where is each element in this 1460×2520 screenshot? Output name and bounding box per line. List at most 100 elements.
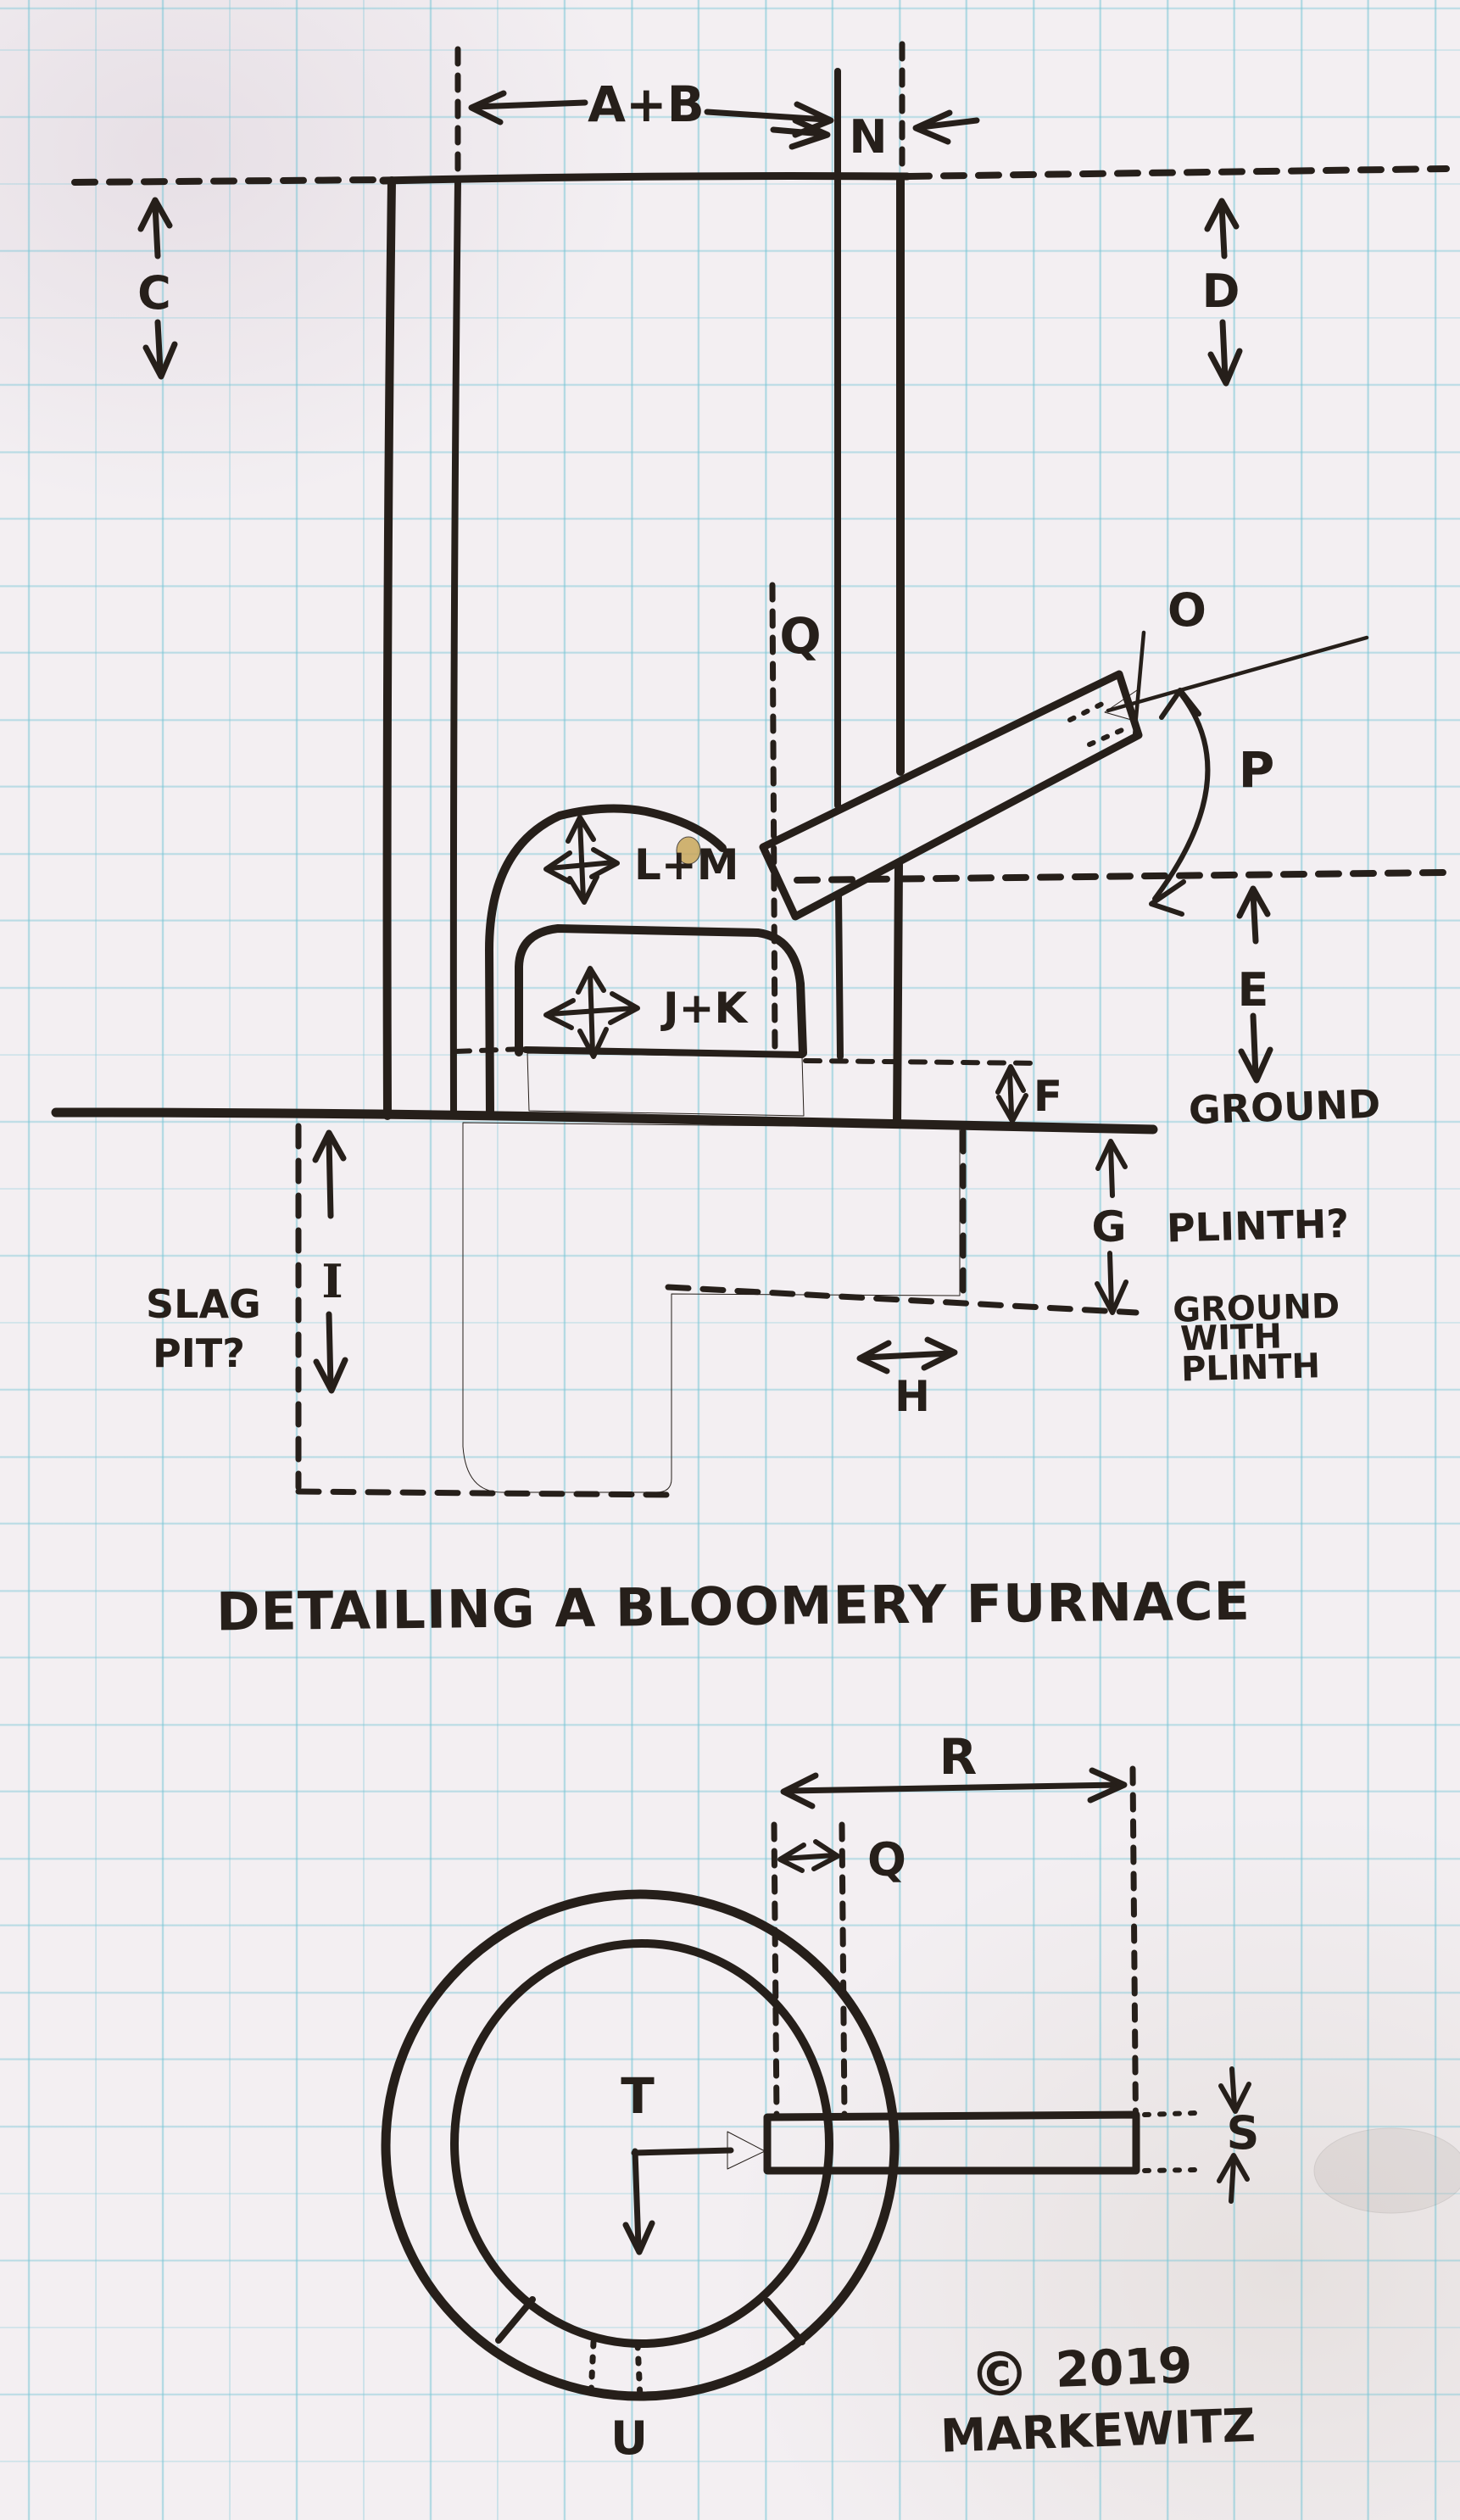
right-outer-wall-lower	[893, 859, 903, 1129]
dim-e-line-up	[1250, 890, 1259, 945]
tuyere-mouth-tick	[1132, 630, 1146, 739]
copyright-icon: ©	[967, 2338, 1031, 2411]
dim-q-extension-left	[771, 1821, 780, 2120]
dim-s: S	[1217, 2066, 1259, 2204]
ring-joint-right	[764, 2298, 805, 2345]
dim-g-label: G	[1091, 1202, 1126, 1252]
ground-annotation: GROUND	[1188, 1081, 1381, 1134]
arch-opening-dotted-right	[634, 2340, 644, 2401]
dim-q-section: Q	[769, 582, 822, 1057]
plinth-annotation: PLINTH?	[1166, 1201, 1350, 1252]
channel-tube	[763, 2110, 1140, 2175]
dim-s-line-down	[1229, 2066, 1237, 2109]
arrowhead-right-icon	[921, 1336, 958, 1371]
dim-p: P	[1149, 688, 1275, 917]
dim-r-extension-right	[1129, 1765, 1140, 2174]
ground-line	[51, 1107, 1158, 1135]
arrowhead-left-icon	[543, 850, 572, 884]
dome-outer-arch	[485, 804, 727, 1118]
arrowhead-up-icon	[566, 815, 596, 844]
dim-n-line-left	[770, 126, 826, 137]
dome-inner-arch	[515, 924, 807, 1057]
dim-h-line	[861, 1350, 953, 1361]
credit-name: MARKEWITZ	[939, 2399, 1256, 2463]
dim-lm-vertical	[577, 818, 586, 901]
right-inner-wall-lower	[835, 891, 844, 1060]
arrowhead-right-icon	[1087, 1767, 1128, 1804]
channel-dotted-bottom	[1142, 2167, 1198, 2173]
arrowhead-down-icon	[577, 1027, 609, 1059]
dim-d-line-down	[1219, 319, 1229, 382]
dim-jk: J+K	[543, 966, 749, 1059]
tuyere-bore-top-dotted	[1067, 699, 1110, 722]
plan-view: R Q U T	[381, 1728, 1259, 2465]
dim-ab-label: A+B	[588, 75, 705, 133]
inner-wall-circle	[450, 1939, 833, 2348]
dim-o-label: O	[1167, 583, 1206, 637]
hearth-level-dash-right	[803, 1058, 1044, 1066]
arrowhead-up-icon	[137, 197, 173, 232]
dim-c-line-down	[154, 319, 164, 373]
paper-stain	[676, 836, 701, 865]
dim-r: R	[780, 1728, 1140, 2174]
paper-smudge	[1313, 2127, 1460, 2214]
tuyere-axis-line	[1106, 635, 1369, 713]
dim-n: N	[770, 41, 980, 178]
arrowhead-down-icon	[1095, 1280, 1128, 1315]
dim-d-line-up	[1218, 202, 1228, 259]
gwp-line1: GROUND	[1173, 1287, 1340, 1330]
dim-h: H	[856, 1336, 958, 1421]
dim-t-label: T	[621, 2067, 655, 2125]
credit: © 2019 MARKEWITZ	[939, 2336, 1256, 2463]
arrowhead-left-icon	[468, 90, 507, 125]
dim-lm: L+M	[543, 815, 739, 905]
dim-h-label: H	[894, 1372, 930, 1421]
dim-q-line	[781, 1853, 837, 1861]
dim-g-line-up	[1108, 1144, 1115, 1198]
dim-q-label: Q	[779, 607, 821, 665]
dim-t-line-right	[631, 2147, 734, 2156]
dim-d-label: D	[1202, 265, 1240, 318]
tuyere-channel	[763, 2110, 1198, 2175]
slag-pit-dashed-bottom	[295, 1488, 678, 1498]
arrowhead-right-icon	[727, 2131, 766, 2170]
dim-q-plan: Q	[771, 1821, 906, 2120]
dim-ab-line-left	[471, 99, 588, 110]
arrowhead-left-icon	[856, 1340, 892, 1374]
arrowhead-left-icon	[780, 1772, 819, 1809]
hearth-top-line	[522, 1046, 805, 1058]
dim-e-line-down	[1250, 1012, 1259, 1079]
tuyere-bore-bottom-dotted	[1087, 725, 1130, 747]
tuyere: O	[759, 583, 1369, 921]
dim-p-label: P	[1239, 741, 1275, 799]
arrowhead-down-icon	[313, 1357, 348, 1394]
gwp-line2: WITH	[1180, 1317, 1283, 1358]
dim-q-plan-label: Q	[867, 1833, 906, 1887]
arrowhead-up-icon	[1095, 1139, 1128, 1171]
rim-extension-right	[906, 165, 1450, 180]
ground-with-plinth-annotation: GROUND WITH PLINTH	[1173, 1287, 1340, 1390]
dim-g: G	[1091, 1139, 1128, 1315]
arrowhead-right-icon	[608, 991, 640, 1025]
dim-u-label: U	[610, 2411, 648, 2465]
dim-i-line-up	[326, 1135, 334, 1219]
channel-dotted-top	[1142, 2110, 1198, 2117]
arrowhead-down-icon	[142, 341, 178, 380]
arrowhead-right-icon	[789, 117, 831, 150]
furnace-top-rim	[379, 172, 911, 185]
outer-wall-circle	[381, 1889, 900, 2401]
dim-jk-vertical	[588, 969, 595, 1056]
dim-t: T	[621, 2067, 766, 2255]
dim-c-label: C	[137, 266, 171, 320]
arrowhead-up-icon	[1159, 688, 1201, 720]
dim-ab-line-right	[704, 109, 829, 123]
dim-d: D	[1202, 198, 1243, 387]
arrowhead-up-icon	[995, 1064, 1026, 1095]
arrowhead-down-icon	[567, 874, 599, 905]
credit-year: 2019	[1055, 2336, 1194, 2399]
arrowhead-up-icon	[312, 1129, 347, 1163]
dim-e-label: E	[1238, 963, 1269, 1017]
dim-c-line-up	[152, 202, 161, 259]
hearth-hatch	[527, 1052, 805, 1117]
dim-s-line-up	[1229, 2158, 1236, 2204]
